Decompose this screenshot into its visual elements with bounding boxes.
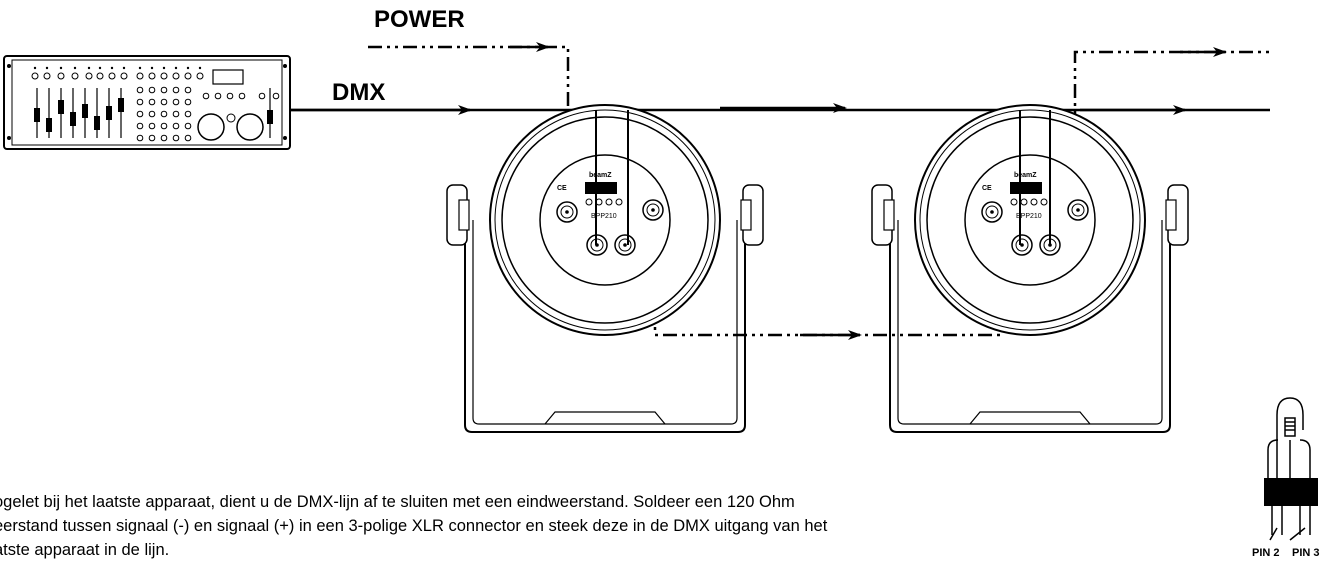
dmx-cable-line bbox=[290, 103, 1270, 115]
termination-note: ogelet bij het laatste apparaat, dient u… bbox=[0, 490, 1074, 563]
fixture-brand: beamZ bbox=[589, 172, 612, 179]
note-line-1: ogelet bij het laatste apparaat, dient u… bbox=[0, 493, 795, 511]
note-line-3: atste apparaat in de lijn. bbox=[0, 541, 170, 559]
controller-buttons bbox=[31, 66, 280, 142]
fixture-brand: beamZ bbox=[1014, 172, 1037, 179]
fixture-model: BPP210 bbox=[591, 213, 617, 220]
xlr-terminator-plug bbox=[1264, 397, 1318, 541]
ce-mark: CE bbox=[557, 185, 567, 192]
dmx-controller bbox=[3, 55, 291, 150]
power-label: POWER bbox=[374, 6, 465, 33]
controller-faders bbox=[34, 88, 273, 138]
dmx-drop-wires bbox=[595, 110, 1051, 245]
pin3-label: PIN 3 bbox=[1292, 547, 1320, 559]
note-line-2: eerstand tussen signaal (-) en signaal (… bbox=[0, 517, 828, 535]
par-fixture-2: beamZ BPP210 CE bbox=[871, 104, 1189, 433]
fixture-model: BPP210 bbox=[1016, 213, 1042, 220]
par-fixture-1: beamZ BPP210 CE bbox=[446, 104, 764, 433]
ce-mark: CE bbox=[982, 185, 992, 192]
pin2-label: PIN 2 bbox=[1252, 547, 1280, 559]
dmx-label: DMX bbox=[332, 79, 385, 106]
